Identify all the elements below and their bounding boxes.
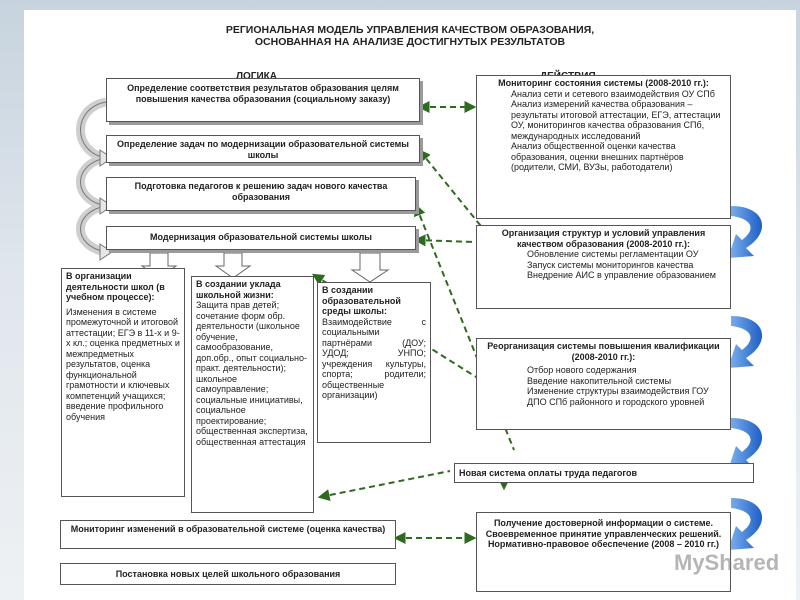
area-environment-box: В создании образовательной среды школы: …	[317, 282, 431, 443]
action-monitoring-state-item: Анализ общественной оценки качества обра…	[511, 141, 726, 173]
action-monitoring-state-item: Анализ измерений качества образования – …	[511, 99, 726, 141]
area-activity-title: В организации деятельности школ (в учебн…	[66, 271, 180, 303]
new-goals-box: Постановка новых целей школьного образов…	[60, 563, 396, 585]
action-monitoring-state-item: Анализ сети и сетевого взаимодействия ОУ…	[511, 89, 726, 100]
area-lifestyle-box: В создании уклада школьной жизни: Защита…	[191, 276, 314, 513]
action-qualification-item: Изменение структуры взаимодействия ГОУ Д…	[527, 386, 726, 407]
watermark-logo: MyShared	[674, 550, 779, 576]
area-activity-box: В организации деятельности школ (в учебн…	[61, 268, 185, 497]
area-activity-text: Изменения в системе промежуточной и итог…	[66, 307, 180, 423]
area-environment-title: В создании образовательной среды школы:	[322, 285, 426, 317]
reliable-info-line-1: Получение достоверной информации о систе…	[481, 518, 726, 529]
logic-step-tasks: Определение задач по модернизации образо…	[106, 135, 420, 163]
reliable-info-line-3: Нормативно-правовое обеспечение (2008 – …	[481, 539, 726, 550]
action-structures-item: Внедрение АИС в управление образованием	[527, 270, 726, 281]
new-pay-system-box: Новая система оплаты труда педагогов	[454, 463, 754, 483]
logic-step-modernization: Модернизация образовательной системы шко…	[106, 226, 416, 250]
reliable-info-line-2: Своевременное принятие управленческих ре…	[481, 529, 726, 540]
action-qualification: Реорганизация системы повышения квалифик…	[476, 338, 731, 430]
logic-step-teachers: Подготовка педагогов к решению задач нов…	[106, 177, 416, 211]
title-line-1: РЕГИОНАЛЬНАЯ МОДЕЛЬ УПРАВЛЕНИЯ КАЧЕСТВОМ…	[24, 24, 796, 36]
area-lifestyle-text: Защита прав детей; сочетание форм обр. д…	[196, 300, 309, 447]
action-structures-title: Организация структур и условий управлени…	[481, 228, 726, 249]
action-monitoring-state: Мониторинг состояния системы (2008-2010 …	[476, 75, 731, 219]
diagram-title: РЕГИОНАЛЬНАЯ МОДЕЛЬ УПРАВЛЕНИЯ КАЧЕСТВОМ…	[24, 24, 796, 48]
action-structures-item: Запуск системы мониторингов качества	[527, 260, 726, 271]
logic-step-results: Определение соответствия результатов обр…	[106, 78, 420, 122]
title-line-2: ОСНОВАННАЯ НА АНАЛИЗЕ ДОСТИГНУТЫХ РЕЗУЛЬ…	[24, 36, 796, 48]
right-blue-arrows	[728, 206, 762, 550]
action-structures-item: Обновление системы регламентации ОУ	[527, 249, 726, 260]
action-monitoring-state-title: Мониторинг состояния системы (2008-2010 …	[481, 78, 726, 89]
action-structures: Организация структур и условий управлени…	[476, 225, 731, 309]
action-qualification-title: Реорганизация системы повышения квалифик…	[481, 341, 726, 362]
action-qualification-item: Отбор нового содержания	[527, 365, 726, 376]
monitoring-changes-box: Мониторинг изменений в образовательной с…	[60, 520, 396, 549]
area-lifestyle-title: В создании уклада школьной жизни:	[196, 279, 309, 300]
area-environment-text: Взаимодействие с социальными партнёрами …	[322, 317, 426, 401]
cycle-arrows	[81, 102, 107, 252]
action-qualification-item: Введение накопительной системы	[527, 376, 726, 387]
slide: РЕГИОНАЛЬНАЯ МОДЕЛЬ УПРАВЛЕНИЯ КАЧЕСТВОМ…	[24, 10, 796, 600]
